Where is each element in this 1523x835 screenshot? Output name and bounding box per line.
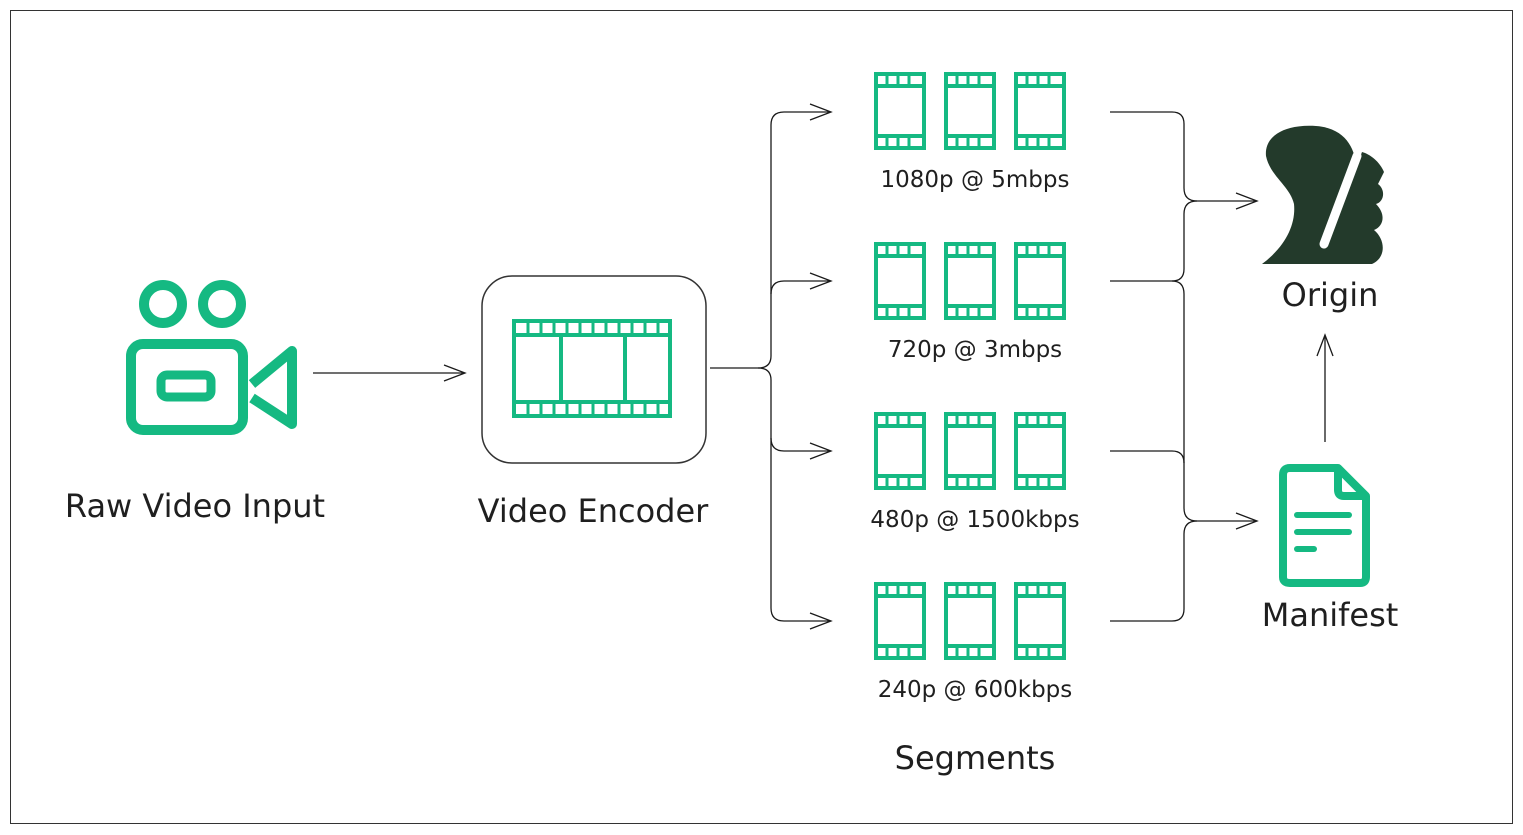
arrow-input-to-encoder: [313, 364, 467, 382]
segment-label-1080p: 1080p @ 5mbps: [880, 167, 1070, 193]
segment-row-720p: [874, 242, 1066, 320]
segment-label-720p: 720p @ 3mbps: [887, 337, 1063, 363]
raw-video-input-label: Raw Video Input: [64, 487, 326, 525]
segment-label-480p: 480p @ 1500kbps: [870, 507, 1080, 533]
video-encoder-label: Video Encoder: [477, 492, 709, 530]
encoder-fanout-connector: [710, 103, 833, 630]
segment-row-1080p: [874, 72, 1066, 150]
arrow-manifest-to-origin: [1316, 333, 1334, 442]
diagram-frame: [10, 10, 1513, 824]
video-camera-icon: [126, 280, 297, 435]
segment-label-240p: 240p @ 600kbps: [877, 677, 1073, 703]
origin-label: Origin: [1281, 276, 1379, 314]
encoder-box: [481, 275, 707, 464]
segments-title: Segments: [894, 739, 1056, 777]
squirrel-logo-icon: [1262, 125, 1384, 264]
manifest-label: Manifest: [1261, 596, 1399, 634]
document-icon: [1279, 464, 1370, 587]
segment-row-480p: [874, 412, 1066, 490]
segment-row-240p: [874, 582, 1066, 660]
segments-merge-connector: [1110, 111, 1259, 622]
film-strip-icon: [512, 319, 672, 418]
